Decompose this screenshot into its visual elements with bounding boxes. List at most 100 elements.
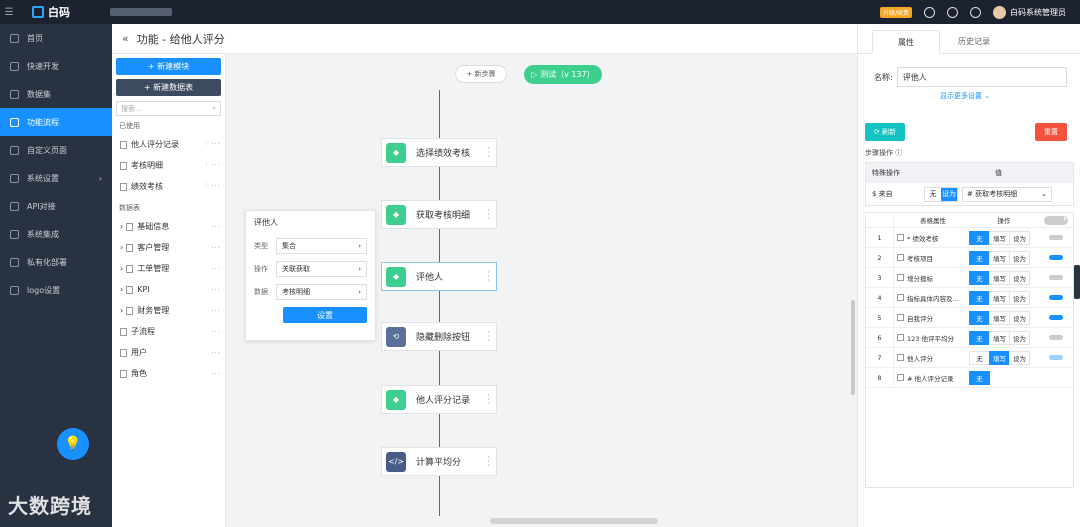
help-icon[interactable]: [970, 6, 981, 18]
flow-node[interactable]: ⟲ 隐藏删除按钮 ···: [381, 322, 497, 351]
used-item[interactable]: 考核明细⫶ ···: [116, 155, 221, 176]
sidebar-item-custom-page[interactable]: 自定义页面: [0, 136, 112, 164]
field-op-button[interactable]: 填写: [989, 250, 1010, 265]
more-icon[interactable]: ⫶ ···: [205, 182, 221, 190]
field-op-button[interactable]: 设为: [1009, 230, 1030, 245]
more-icon[interactable]: ···: [211, 222, 221, 231]
test-button[interactable]: ▷ 测试（v 137）: [524, 65, 602, 84]
field-op-button[interactable]: 填写: [989, 270, 1010, 285]
back-icon[interactable]: «: [122, 32, 129, 45]
headset-icon[interactable]: [947, 6, 958, 18]
sidebar-item-home[interactable]: 首页: [0, 24, 112, 52]
new-table-button[interactable]: + 新建数据表: [116, 79, 221, 96]
node-menu-icon[interactable]: ···: [487, 390, 490, 408]
sidebar-item-settings[interactable]: 系统设置›: [0, 164, 112, 192]
new-step-button[interactable]: + 新步骤: [455, 65, 507, 83]
node-menu-icon[interactable]: ···: [487, 327, 490, 345]
field-op-button[interactable]: 无: [969, 230, 990, 245]
flow-node[interactable]: </> 计算平均分 ···: [381, 447, 497, 476]
more-icon[interactable]: ⫶ ···: [205, 161, 221, 169]
folder-item[interactable]: ›工单管理···: [120, 264, 221, 273]
folder-item[interactable]: ›财务管理···: [120, 306, 221, 315]
more-icon[interactable]: ⫶ ···: [205, 140, 221, 148]
field-op-button[interactable]: 设为: [1009, 330, 1030, 345]
field-toggle[interactable]: [1049, 235, 1063, 240]
field-op-button[interactable]: 设为: [1009, 310, 1030, 325]
field-op-button[interactable]: 填写: [989, 330, 1010, 345]
used-item[interactable]: 绩效考核⫶ ···: [116, 176, 221, 197]
search-icon[interactable]: ⌕: [212, 104, 216, 112]
popup-settings-button[interactable]: 设置: [283, 307, 367, 323]
play-icon[interactable]: [924, 6, 935, 18]
field-toggle[interactable]: [1049, 315, 1063, 320]
data-select[interactable]: 考核明细›: [276, 284, 367, 300]
sidebar-item-dataset[interactable]: 数据集: [0, 80, 112, 108]
panel-edge-handle[interactable]: [1074, 265, 1080, 299]
sidebar-item-flow[interactable]: 功能流程: [0, 108, 112, 136]
node-menu-icon[interactable]: ···: [487, 452, 490, 470]
flow-node-active[interactable]: ◆ 评他人 ···: [381, 262, 497, 291]
user-table-item[interactable]: 用户···: [116, 342, 221, 363]
app-logo[interactable]: 白码: [32, 4, 70, 20]
node-menu-icon[interactable]: ···: [487, 143, 490, 161]
sidebar-item-private-deploy[interactable]: 私有化部署: [0, 248, 112, 276]
field-op-button[interactable]: 无: [969, 350, 990, 365]
menu-toggle-icon[interactable]: ☰: [4, 6, 14, 18]
field-op-button[interactable]: 填写: [989, 290, 1010, 305]
operation-select[interactable]: 关联获取›: [276, 261, 367, 277]
field-op-button[interactable]: 填写: [989, 310, 1010, 325]
folder-item[interactable]: ›客户管理···: [120, 243, 221, 252]
field-op-button[interactable]: 设为: [1009, 350, 1030, 365]
field-op-button[interactable]: 无: [969, 270, 990, 285]
more-icon[interactable]: ···: [211, 264, 221, 273]
vertical-scrollbar[interactable]: [851, 300, 855, 395]
more-icon[interactable]: ···: [211, 306, 221, 315]
upgrade-badge[interactable]: 升级/续费: [879, 6, 912, 18]
tab-history[interactable]: 历史记录: [958, 36, 990, 46]
field-toggle[interactable]: [1049, 335, 1063, 340]
node-menu-icon[interactable]: ···: [487, 205, 490, 223]
special-op-toggle[interactable]: 无设为: [924, 186, 958, 202]
special-value-select[interactable]: # 获取考核明细⌄: [962, 186, 1052, 202]
more-icon[interactable]: ···: [211, 348, 221, 357]
field-op-button[interactable]: 设为: [1009, 290, 1030, 305]
new-module-button[interactable]: + 新建模块: [116, 58, 221, 75]
used-item[interactable]: 他人评分记录⫶ ···: [116, 134, 221, 155]
field-op-button[interactable]: 无: [969, 370, 990, 385]
search-input[interactable]: 搜索...⌕: [116, 101, 221, 116]
horizontal-scrollbar[interactable]: [490, 518, 658, 524]
field-op-button[interactable]: 无: [969, 290, 990, 305]
field-toggle[interactable]: [1049, 295, 1063, 300]
sidebar-item-quick-dev[interactable]: 快速开发: [0, 52, 112, 80]
name-field[interactable]: 评他人: [896, 67, 1067, 87]
field-toggle[interactable]: [1049, 255, 1063, 260]
sidebar-item-logo[interactable]: logo设置: [0, 276, 112, 304]
field-toggle[interactable]: [1049, 275, 1063, 280]
more-icon[interactable]: ···: [211, 369, 221, 378]
field-op-button[interactable]: 设为: [1009, 250, 1030, 265]
sidebar-item-integration[interactable]: 系统集成: [0, 220, 112, 248]
folder-item[interactable]: ›基础信息···: [120, 222, 221, 231]
field-op-button[interactable]: 无: [969, 250, 990, 265]
flow-node[interactable]: ◆ 获取考核明细 ···: [381, 200, 497, 229]
header-toggle[interactable]: ▮: [1044, 215, 1068, 225]
field-op-button[interactable]: 填写: [989, 230, 1010, 245]
field-op-button[interactable]: 无: [969, 310, 990, 325]
lightbulb-icon[interactable]: 💡: [57, 428, 89, 460]
reset-button[interactable]: 重置: [1035, 123, 1067, 141]
refresh-button[interactable]: ⟳ 刷新: [865, 123, 905, 141]
sidebar-item-api[interactable]: API对接: [0, 192, 112, 220]
user-menu[interactable]: 白码系统管理员: [993, 5, 1066, 19]
field-toggle[interactable]: [1049, 355, 1063, 360]
field-op-button[interactable]: 设为: [1009, 270, 1030, 285]
tab-properties[interactable]: 属性: [872, 30, 940, 54]
subflow-item[interactable]: 子流程···: [116, 321, 221, 342]
folder-item[interactable]: ›KPI···: [120, 285, 221, 294]
more-icon[interactable]: ···: [211, 285, 221, 294]
show-more-settings-link[interactable]: 显示更多设置 ⌄: [940, 92, 991, 100]
more-icon[interactable]: ···: [211, 243, 221, 252]
type-select[interactable]: 集合›: [276, 238, 367, 254]
flow-node[interactable]: ◆ 他人评分记录 ···: [381, 385, 497, 414]
field-op-button[interactable]: 填写: [989, 350, 1010, 365]
role-table-item[interactable]: 角色···: [116, 363, 221, 384]
